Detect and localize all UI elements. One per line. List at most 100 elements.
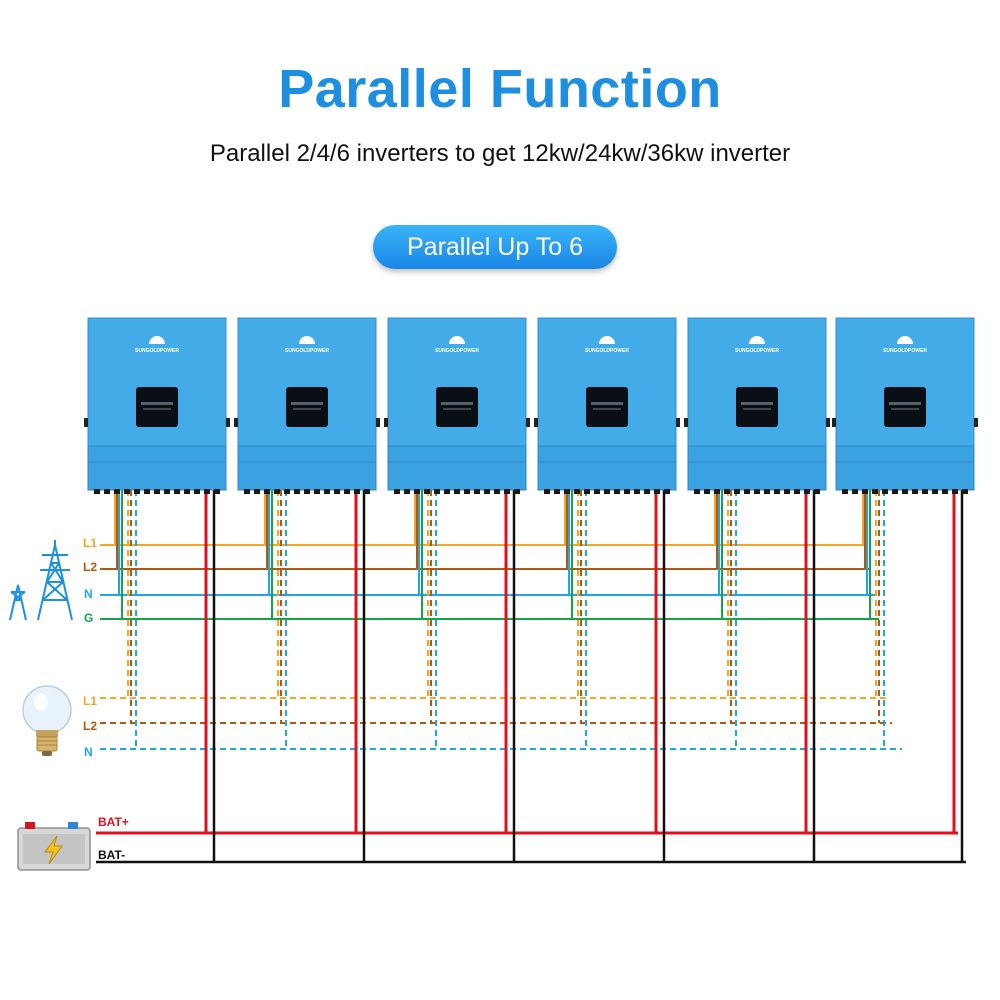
cable-gland [804,489,810,494]
screen-readout [741,402,773,405]
cable-gland [554,489,560,494]
cable-gland [862,489,868,494]
sun-logo-icon [749,336,765,344]
screen-readout [143,408,171,410]
cable-gland [434,489,440,494]
cable-gland [564,489,570,494]
bat-pos-label: BAT+ [98,815,129,829]
cable-gland [104,489,110,494]
screen-readout [889,402,921,405]
cable-gland [264,489,270,494]
page-title: Parallel Function [278,59,722,119]
grid-l2-label: L2 [83,560,97,574]
inverter-display-screen [586,387,628,427]
inverter-display-screen [884,387,926,427]
cable-gland [124,489,130,494]
page-subtitle: Parallel 2/4/6 inverters to get 12kw/24k… [209,140,791,167]
cable-gland [912,489,918,494]
side-latch [376,418,380,427]
sun-logo-icon [149,336,165,344]
cable-gland [544,489,550,494]
cable-gland [244,489,250,494]
inverter-unit: SUNGOLDPOWER [84,317,230,494]
screen-readout [293,408,321,410]
cable-gland [664,489,670,494]
cable-gland [764,489,770,494]
cable-gland [134,489,140,494]
sun-logo-icon [599,336,615,344]
inverter-unit: SUNGOLDPOWER [832,317,978,494]
cable-gland [852,489,858,494]
cable-gland [154,489,160,494]
sun-logo-icon [299,336,315,344]
sun-logo-icon [449,336,465,344]
cable-gland [784,489,790,494]
cable-gland [754,489,760,494]
cable-gland [644,489,650,494]
cable-gland [424,489,430,494]
screen-readout [291,402,323,405]
cable-gland [184,489,190,494]
cable-gland [314,489,320,494]
inverter-lower-panel [835,445,975,491]
battery-icon [17,822,91,871]
cable-gland [414,489,420,494]
side-latch [226,418,230,427]
inverter-lower-panel [237,445,377,491]
load-n-label: N [84,745,93,759]
cable-gland [922,489,928,494]
inverter-lower-panel [387,445,527,491]
cable-gland [144,489,150,494]
screen-readout [443,408,471,410]
inverter-unit: SUNGOLDPOWER [534,317,680,494]
cable-gland [464,489,470,494]
cable-gland [454,489,460,494]
inverter-brand-label: SUNGOLDPOWER [135,348,179,354]
cable-gland [892,489,898,494]
cable-gland [624,489,630,494]
load-l2-label: L2 [83,719,97,733]
side-latch [84,418,88,427]
cable-gland [952,489,958,494]
cable-gland [734,489,740,494]
power-tower-icon [9,540,73,621]
cable-gland [774,489,780,494]
wires-layer [96,490,966,864]
inverters-layer: SUNGOLDPOWER SUNGOLDPOWER SUNGOLDPOWER SUNG… [84,317,978,494]
cable-gland [842,489,848,494]
screen-readout [591,402,623,405]
inverter-brand-label: SUNGOLDPOWER [735,348,779,354]
screen-readout [141,402,173,405]
screen-readout [891,408,919,410]
cable-gland [504,489,510,494]
side-latch [534,418,538,427]
cable-gland [724,489,730,494]
inverter-brand-label: SUNGOLDPOWER [435,348,479,354]
inverter-display-screen [436,387,478,427]
parallel-badge: Parallel Up To 6 [373,225,617,269]
cable-gland [254,489,260,494]
cable-gland [574,489,580,494]
inverter-unit: SUNGOLDPOWER [384,317,530,494]
bat-neg-label: BAT- [98,848,125,862]
cable-gland [114,489,120,494]
cable-gland [882,489,888,494]
load-l1-label: L1 [83,694,97,708]
cable-gland [394,489,400,494]
cable-gland [942,489,948,494]
inverter-brand-label: SUNGOLDPOWER [585,348,629,354]
cable-gland [794,489,800,494]
cable-gland [94,489,100,494]
screen-readout [593,408,621,410]
cable-gland [814,489,820,494]
inverter-lower-panel [687,445,827,491]
cable-gland [634,489,640,494]
side-latch [974,418,978,427]
cable-gland [334,489,340,494]
cable-gland [714,489,720,494]
inverter-display-screen [736,387,778,427]
inverter-display-screen [286,387,328,427]
side-latch [832,418,836,427]
cable-gland [962,489,968,494]
